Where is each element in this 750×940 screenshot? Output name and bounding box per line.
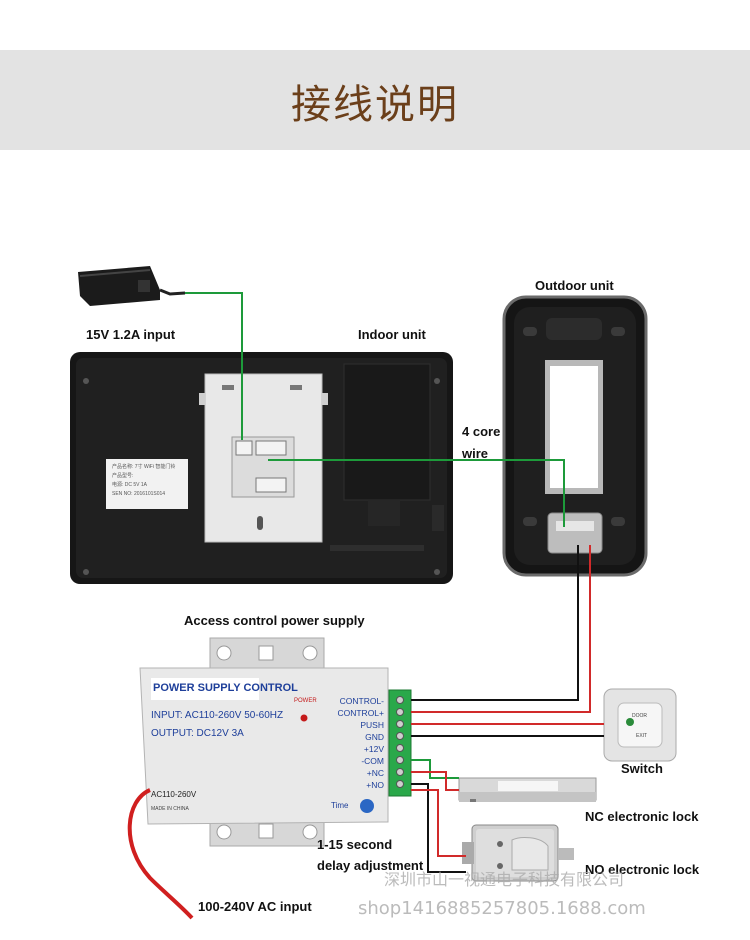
terminal-com: -COM <box>361 756 384 766</box>
indoor-sticker: 产品名称: 7寸 WiFi 智能门铃 产品型号: 电源: DC 5V 1A SE… <box>112 463 175 499</box>
watermark-company: 深圳市山一视通电子科技有限公司 <box>384 870 625 889</box>
page-title: 接线说明 <box>291 82 459 128</box>
no-bolt-lock <box>462 824 574 882</box>
psu-input-spec: INPUT: AC110-260V 50-60HZ <box>151 710 284 721</box>
ac-input-cable <box>127 788 194 920</box>
ac-input-label: 100-240V AC input <box>198 899 312 914</box>
watermark-url: shop1416885257805.1688.com <box>358 898 646 919</box>
terminal-nc: +NC <box>366 768 384 778</box>
four-core-wire <box>268 459 565 527</box>
adapter-label: 15V 1.2A input <box>86 327 176 342</box>
psu-box-title: POWER SUPPLY CONTROL <box>153 682 298 694</box>
delay-label-line2: delay adjustment <box>317 858 424 873</box>
sticker-model: 产品型号: <box>112 473 134 479</box>
wire-label-line2: wire <box>462 446 489 461</box>
terminal-labels: CONTROL- CONTROL+ PUSH GND +12V -COM +NC… <box>316 695 384 791</box>
sticker-power: 电源: DC 5V 1A <box>112 482 148 488</box>
outdoor-unit <box>502 295 648 577</box>
switch-door-text: DOOR <box>632 713 647 719</box>
switch-label: Switch <box>621 761 663 776</box>
no-lock-label: NO electronic lock <box>585 862 700 877</box>
control-wires <box>411 545 604 737</box>
psu-label: Access control power supply <box>184 613 365 628</box>
terminal-control-plus: CONTROL+ <box>337 708 384 718</box>
lock-wires <box>411 759 466 873</box>
terminal-push: PUSH <box>360 720 384 730</box>
terminal-no: +NO <box>366 780 384 790</box>
psu-time-label: Time <box>331 801 349 810</box>
psu-power-led-label: POWER <box>294 698 317 704</box>
switch-exit-text: EXIT <box>636 733 648 739</box>
sticker-sn: SEN NO: 2016101S014 <box>112 491 166 497</box>
exit-switch <box>603 688 677 762</box>
outdoor-unit-label: Outdoor unit <box>535 278 614 293</box>
indoor-unit <box>70 352 453 584</box>
terminal-gnd: GND <box>365 732 384 742</box>
power-adapter-icon <box>78 266 186 306</box>
psu-output-spec: OUTPUT: DC12V 3A <box>151 728 244 739</box>
adapter-wire <box>185 292 243 440</box>
terminal-control-minus: CONTROL- <box>339 696 384 706</box>
psu-made-in: MADE IN CHINA <box>151 806 189 812</box>
sticker-name: 产品名称: 7寸 WiFi 智能门铃 <box>112 464 176 470</box>
nc-lock-label: NC electronic lock <box>585 809 699 824</box>
wire-label-line1: 4 core <box>462 424 501 439</box>
power-supply-box <box>139 637 412 847</box>
psu-ac-label: AC110-260V <box>151 790 197 799</box>
nc-magnetic-lock <box>458 777 597 802</box>
terminal-12v: +12V <box>363 744 384 754</box>
title-banner: 接线说明 <box>0 50 750 150</box>
delay-label-line1: 1-15 second <box>317 837 393 852</box>
indoor-unit-label: Indoor unit <box>358 327 426 342</box>
